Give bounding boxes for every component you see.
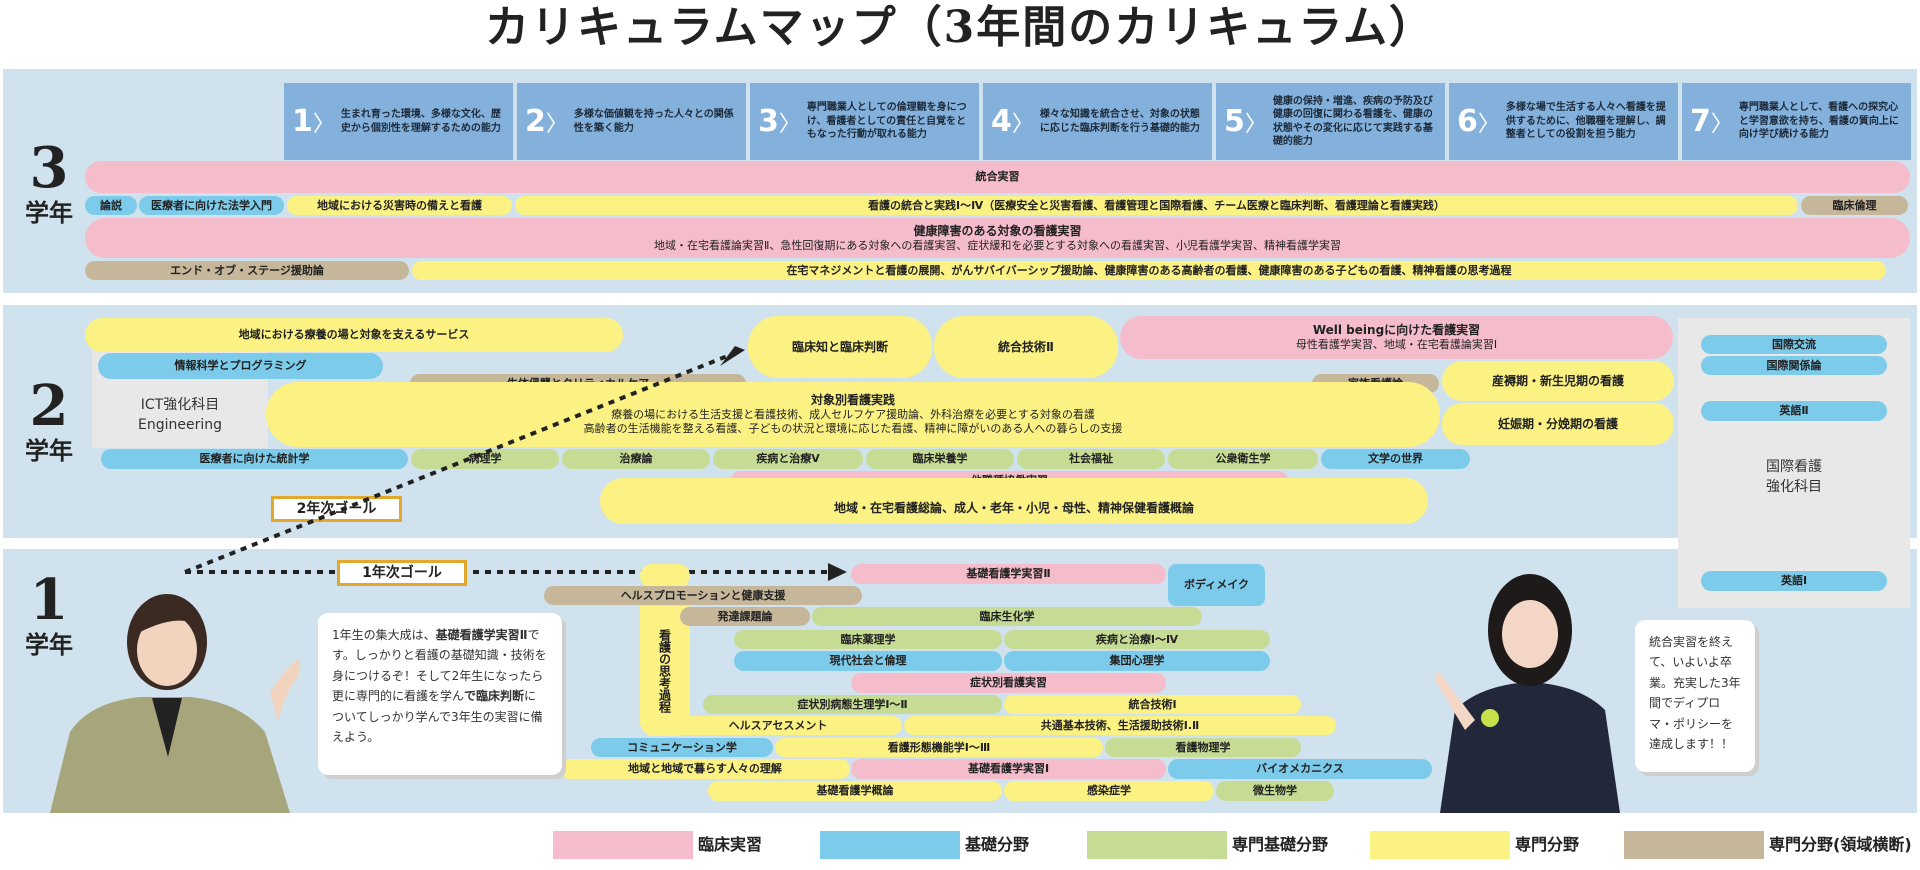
course-saigai: 地域における災害時の備えと看護 <box>287 196 512 215</box>
course-butsuri: 看護物理学 <box>1105 738 1301 757</box>
course-zaitaku: 在宅マネジメントと看護の展開、がんサバイバーシップ援助論、健康障害のある高齢者の… <box>412 261 1886 280</box>
course-kiso-jisshu1: 基礎看護学実習Ⅰ <box>851 759 1166 779</box>
course-rinsho-rinri: 臨床倫理 <box>1801 196 1908 215</box>
course-chiiki-kurasu: 地域と地域で暮らす人々の理解 <box>560 759 850 779</box>
course-shippei14: 疾病と治療Ⅰ～Ⅳ <box>1004 630 1270 649</box>
course-eiyo: 臨床栄養学 <box>866 449 1014 469</box>
course-tougou-gijutsu1: 統合技術Ⅰ <box>1004 695 1301 714</box>
arrow-head-upper <box>720 346 745 366</box>
course-hattatsu: 発達課題論 <box>680 607 810 626</box>
legend-label-senmon-kiso: 専門基礎分野 <box>1232 835 1329 854</box>
diploma-policy-4: 4〉様々な知識を統合させ、対象の状態に応じた臨床判断を行う基礎的能力 <box>983 83 1212 160</box>
legend-label-kiso: 基礎分野 <box>965 835 1030 854</box>
course-kokusai-kankei: 国際関係論 <box>1701 356 1887 375</box>
course-chiryo: 治療論 <box>562 449 710 469</box>
speech-bubble-right: 統合実習を終えて、いよいよ卒業。充実した3年間でディプロマ・ポリシーを達成します… <box>1635 620 1755 772</box>
course-health-promo: ヘルスプロモーションと健康支援 <box>544 586 862 605</box>
course-end-of-stage: エンド・オブ・ステージ援助論 <box>85 261 409 280</box>
legend-swatch-rinsho <box>553 831 693 859</box>
course-tougou-jisshu: 統合実習 <box>85 161 1910 193</box>
legend-label-rinsho: 臨床実習 <box>698 835 763 854</box>
page-title: カリキュラムマップ（3年間のカリキュラム） <box>485 2 1435 53</box>
diploma-policy-7: 7〉専門職業人として、看護への探究心と学習意欲を持ち、看護の質向上に向け学び続け… <box>1682 83 1911 160</box>
course-tougou-gijutsu2: 統合技術Ⅱ <box>934 316 1118 378</box>
diploma-policy-3: 3〉専門職業人としての倫理観を身につけ、看護者としての責任と自覚をともなった行動… <box>750 83 979 160</box>
course-comm: コミュニケーション学 <box>591 738 773 757</box>
course-shiko-katei-top <box>640 564 690 588</box>
course-sanjokuki: 産褥期・新生児期の看護 <box>1442 361 1674 401</box>
course-kenko-jisshu: 健康障害のある対象の看護実習地域・在宅看護論実習Ⅱ、急性回復期にある対象への看護… <box>85 218 1910 258</box>
course-taisho: 対象別看護実践 療養の場における生活支援と看護技術、成人セルフケア援助論、外科治… <box>266 382 1440 447</box>
student-photo-left <box>50 594 300 813</box>
course-bungaku: 文学の世界 <box>1321 449 1470 469</box>
legend-swatch-senmon-kiso <box>1087 831 1227 859</box>
legend-swatch-ryoiki <box>1624 831 1764 859</box>
course-byotai: 症状別病態生理学Ⅰ～Ⅱ <box>703 695 1002 714</box>
speech-bubble-left: 1年生の集大成は、基礎看護学実習Ⅱです。しっかりと看護の基礎知識・技術を身につけ… <box>318 613 562 775</box>
course-koshu: 公衆衛生学 <box>1168 449 1318 469</box>
course-shojo-jisshu: 症状別看護実習 <box>851 673 1166 693</box>
legend-swatch-senmon <box>1370 831 1510 859</box>
course-body-make: ボディメイク <box>1168 564 1265 606</box>
course-keitai: 看護形態機能学Ⅰ～Ⅲ <box>775 738 1103 757</box>
course-seikagaku: 臨床生化学 <box>812 607 1202 626</box>
course-kiso-gairon: 基礎看護学概論 <box>708 781 1002 801</box>
course-gendai: 現代社会と倫理 <box>734 651 1002 671</box>
diploma-policy-2: 2〉多様な価値観を持った人々との関係性を築く能力 <box>517 83 746 160</box>
course-shippei5: 疾病と治療Ⅴ <box>713 449 863 469</box>
course-eigo2: 英語Ⅱ <box>1701 401 1887 421</box>
legend-label-senmon: 専門分野 <box>1515 835 1580 854</box>
student-photo-right <box>1435 574 1620 813</box>
diploma-policy-5: 5〉健康の保持・増進、疾病の予防及び健康の回復に関わる看護を、健康の状態やその変… <box>1216 83 1445 160</box>
course-rinsho-chi: 臨床知と臨床判断 <box>748 316 932 378</box>
diploma-policy-1: 1〉生まれ育った環境、多様な文化、歴史から個別性を理解するための能力 <box>284 83 513 160</box>
legend-label-ryoiki: 専門分野(領域横断) <box>1769 835 1912 854</box>
course-tougou-jissen: 看護の統合と実践Ⅰ～Ⅳ（医療安全と災害看護、看護管理と国際看護、チーム医療と臨床… <box>515 196 1798 215</box>
course-shakai: 社会福祉 <box>1017 449 1165 469</box>
course-eigo1: 英語Ⅰ <box>1701 571 1887 591</box>
course-ronsetsu: 論説 <box>85 196 137 215</box>
diploma-policy-6: 6〉多様な場で生活する人々へ看護を提供するために、他職種を理解し、調整者としての… <box>1449 83 1678 160</box>
course-health-assess: ヘルスアセスメント <box>654 716 902 735</box>
course-wellbeing-jisshu: Well beingに向けた看護実習母性看護学実習、地域・在宅看護論実習Ⅰ <box>1120 316 1673 359</box>
course-bio: バイオメカニクス <box>1168 759 1432 779</box>
course-toukei: 医療者に向けた統計学 <box>101 449 408 469</box>
course-biseibutsu: 微生物学 <box>1216 781 1334 801</box>
arrow-head-right <box>828 563 847 581</box>
legend-swatch-kiso <box>820 831 960 859</box>
course-gairon: 地域・在宅看護総論、成人・老年・小児・母性、精神保健看護概論 <box>600 478 1428 524</box>
course-kiso-jisshu2: 基礎看護学実習Ⅱ <box>851 564 1166 584</box>
course-kyotsu: 共通基本技術、生活援助技術Ⅰ.Ⅱ <box>904 716 1336 735</box>
course-kansen: 感染症学 <box>1004 781 1214 801</box>
course-kokusai-koryu: 国際交流 <box>1701 335 1887 354</box>
year2-goal: 2年次ゴール <box>271 496 402 522</box>
course-yakuri: 臨床薬理学 <box>734 630 1002 649</box>
course-ninshinki: 妊娠期・分娩期の看護 <box>1442 403 1674 445</box>
year1-goal: 1年次ゴール <box>337 560 467 586</box>
course-joho: 情報科学とプログラミング <box>98 353 383 379</box>
course-chiiki-ryoyo: 地域における療養の場と対象を支えるサービス <box>85 318 623 352</box>
intl-label: 国際看護強化科目 <box>1766 459 1822 495</box>
course-shudan: 集団心理学 <box>1004 651 1270 671</box>
course-shiko-katei: 看護の思考過程 <box>640 606 690 736</box>
course-hogaku: 医療者に向けた法学入門 <box>139 196 284 215</box>
